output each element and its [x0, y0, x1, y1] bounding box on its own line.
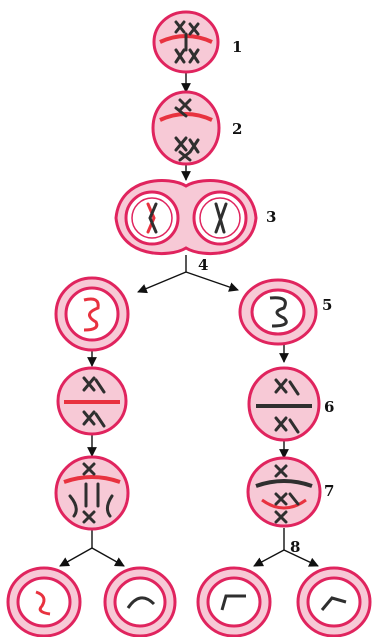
stage-label-4: 4 — [198, 256, 208, 274]
cell-stage-3 — [116, 181, 256, 254]
cell-stage-6-left — [58, 368, 126, 434]
cell-stage-6-right — [249, 368, 319, 440]
arrow-left-to-right-cell — [92, 548, 124, 566]
cell-stage-5-right — [240, 280, 316, 344]
cell-stage-7-left — [56, 457, 128, 529]
arrow-to-right-5 — [186, 272, 238, 290]
stage-label-7: 7 — [324, 482, 334, 500]
cell-stage-2 — [153, 92, 219, 164]
cell-stage-5-left — [56, 278, 128, 350]
daughter-cell-1 — [8, 568, 80, 636]
daughter-cell-3 — [198, 568, 270, 636]
stage-label-3: 3 — [266, 208, 276, 226]
arrow-left-to-left-cell — [60, 548, 92, 566]
arrow-right-to-left-cell — [254, 550, 284, 566]
arrow-to-left-5 — [138, 272, 186, 292]
cell-stage-1 — [154, 12, 218, 72]
stage-label-6: 6 — [324, 398, 334, 416]
stage-label-8: 8 — [290, 538, 300, 556]
stage-label-1: 1 — [232, 38, 242, 56]
daughter-cell-2 — [105, 568, 175, 636]
stage-label-2: 2 — [232, 120, 242, 138]
stage-label-5: 5 — [322, 296, 332, 314]
daughter-cell-4 — [298, 568, 370, 636]
cell-stage-7-right — [248, 458, 320, 526]
